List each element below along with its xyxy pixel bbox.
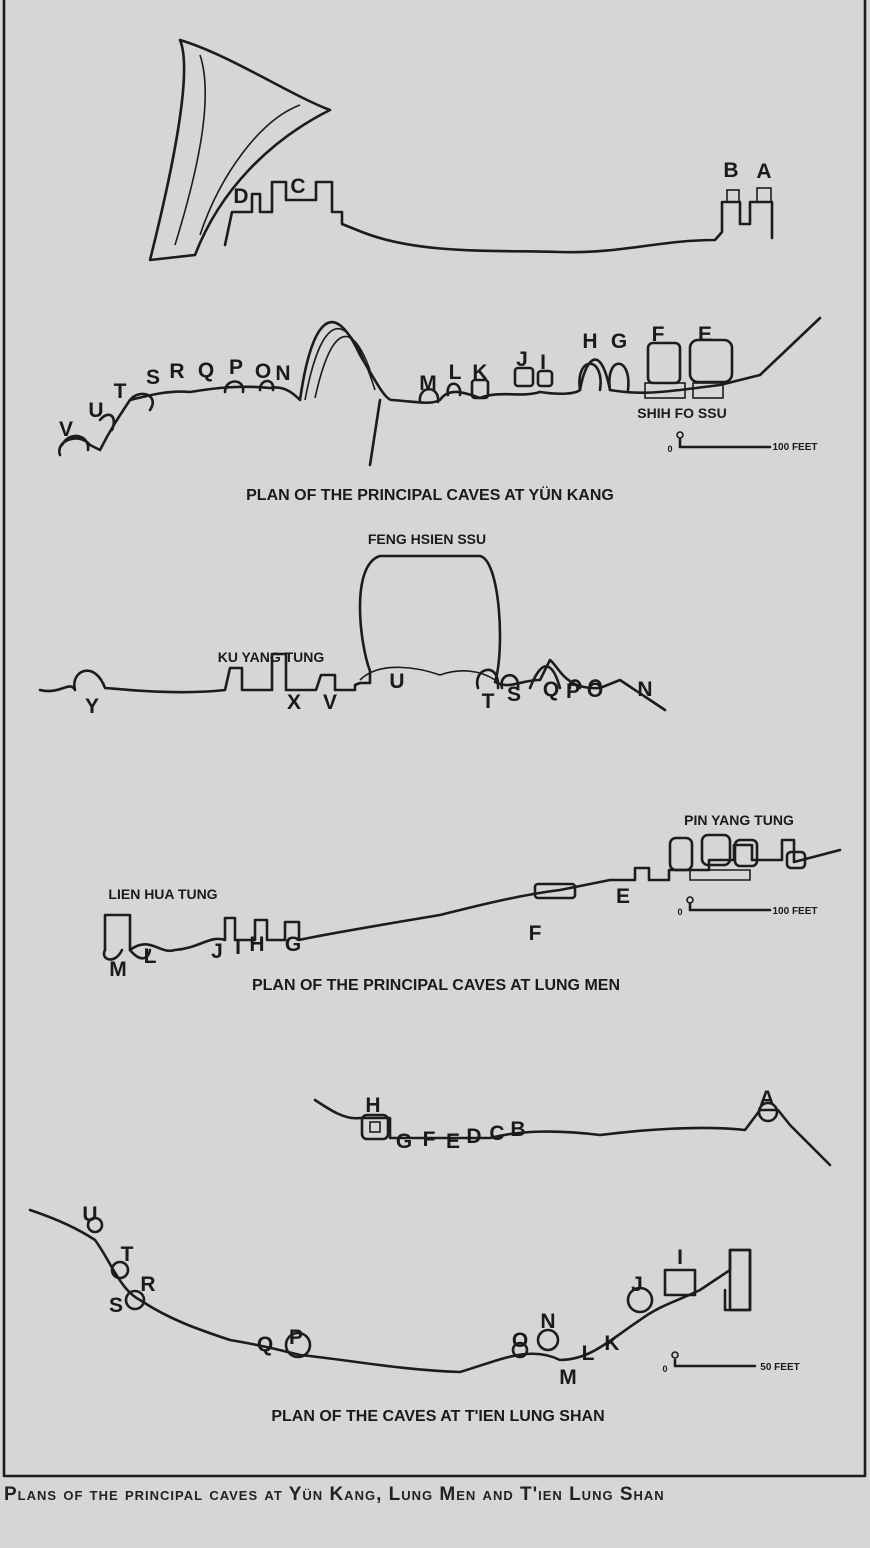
feng-hsien-ssu-label: FENG HSIEN SSU: [368, 531, 486, 547]
cave-S: S: [109, 1294, 123, 1317]
yun-kang-cave-labels: V U T S R Q P O N M L K J I H G F E SHIH…: [59, 323, 818, 504]
cave-J: J: [516, 348, 528, 371]
cave-U: U: [88, 399, 103, 422]
cave-R: R: [140, 1273, 155, 1296]
cave-P: P: [229, 356, 243, 379]
cave-V: V: [59, 418, 73, 441]
cave-N: N: [275, 362, 290, 385]
cave-I: I: [677, 1246, 683, 1269]
cave-S: S: [507, 683, 521, 706]
cave-G: G: [396, 1130, 412, 1153]
cave-U: U: [389, 670, 404, 693]
cave-G: G: [611, 330, 627, 353]
lung-men-title: PLAN OF THE PRINCIPAL CAVES AT LUNG MEN: [252, 977, 620, 994]
cave-O: O: [512, 1329, 528, 1352]
cave-E: E: [616, 885, 630, 908]
scale-label: 50 FEET: [760, 1362, 799, 1373]
cave-E: E: [446, 1130, 460, 1153]
ku-yang-tung-label: KU YANG TUNG: [218, 649, 325, 665]
scale-zero: 0: [662, 1364, 667, 1374]
scale-zero: 0: [667, 444, 672, 454]
cave-F: F: [652, 323, 665, 346]
label-A: A: [756, 160, 771, 183]
cave-M: M: [109, 958, 127, 981]
cave-Q: Q: [543, 678, 559, 701]
tien-lung-shan-labels: A H G F E D C B U T R S Q P O N L K M J …: [82, 1087, 799, 1425]
cave-N: N: [540, 1310, 555, 1333]
lung-men-upper-labels: FENG HSIEN SSU KU YANG TUNG Y X V U T S …: [85, 531, 653, 718]
scale-label: 100 FEET: [772, 442, 817, 453]
cave-P: P: [566, 680, 580, 703]
cave-F: F: [423, 1128, 436, 1151]
cave-U: U: [82, 1203, 97, 1226]
shih-fo-ssu-label: SHIH FO SSU: [637, 405, 726, 421]
cave-S: S: [146, 366, 160, 389]
lung-men-lower-labels: PIN YANG TUNG LIEN HUA TUNG E F M L J I …: [108, 812, 817, 994]
figure-caption: Plans of the principal caves at Yün Kang…: [4, 1484, 665, 1505]
lung-men-lower-plan: [102, 833, 842, 961]
label-D: D: [233, 185, 248, 208]
cave-O: O: [255, 360, 271, 383]
cave-N: N: [637, 678, 652, 701]
figure-frame: [2, 0, 867, 1478]
scale-zero: 0: [677, 907, 682, 917]
cave-T: T: [482, 690, 495, 713]
yun-kang-title: PLAN OF THE PRINCIPAL CAVES AT YÜN KANG: [246, 485, 614, 504]
cave-O: O: [587, 679, 603, 702]
lung-men-upper-plan: [38, 554, 667, 712]
cave-C: C: [489, 1122, 504, 1145]
cave-B: B: [510, 1118, 525, 1141]
label-C: C: [290, 175, 305, 198]
cave-J: J: [211, 940, 223, 963]
cave-V: V: [323, 691, 337, 714]
cave-T: T: [121, 1243, 134, 1266]
yun-kang-top-plan: [148, 38, 774, 262]
cave-L: L: [449, 361, 462, 384]
cave-F: F: [529, 922, 542, 945]
cave-L: L: [582, 1342, 595, 1365]
cave-K: K: [472, 361, 487, 384]
cave-P: P: [289, 1326, 303, 1349]
cave-D: D: [466, 1125, 481, 1148]
cave-L: L: [144, 945, 157, 968]
cave-Q: Q: [198, 359, 214, 382]
cave-M: M: [419, 372, 437, 395]
cave-T: T: [114, 380, 127, 403]
cave-I: I: [235, 936, 241, 959]
cave-E: E: [698, 323, 712, 346]
pin-yang-tung-label: PIN YANG TUNG: [684, 812, 794, 828]
cave-J: J: [631, 1273, 643, 1296]
cave-X: X: [287, 691, 301, 714]
cave-Y: Y: [85, 695, 99, 718]
yun-kang-main-plan: [58, 316, 822, 467]
cave-H: H: [582, 330, 597, 353]
cave-R: R: [169, 360, 184, 383]
tien-lung-shan-plan: [28, 1098, 832, 1374]
cave-M: M: [559, 1366, 577, 1389]
cave-A: A: [759, 1087, 774, 1110]
cave-G: G: [285, 933, 301, 956]
tien-lung-shan-title: PLAN OF THE CAVES AT T'IEN LUNG SHAN: [271, 1408, 604, 1425]
cave-Q: Q: [257, 1333, 273, 1356]
lien-hua-tung-label: LIEN HUA TUNG: [108, 886, 217, 902]
cave-I: I: [540, 351, 546, 374]
label-B: B: [723, 159, 738, 182]
cave-K: K: [604, 1332, 619, 1355]
cave-H: H: [365, 1094, 380, 1117]
cave-H: H: [249, 933, 264, 956]
scale-label: 100 FEET: [772, 906, 817, 917]
